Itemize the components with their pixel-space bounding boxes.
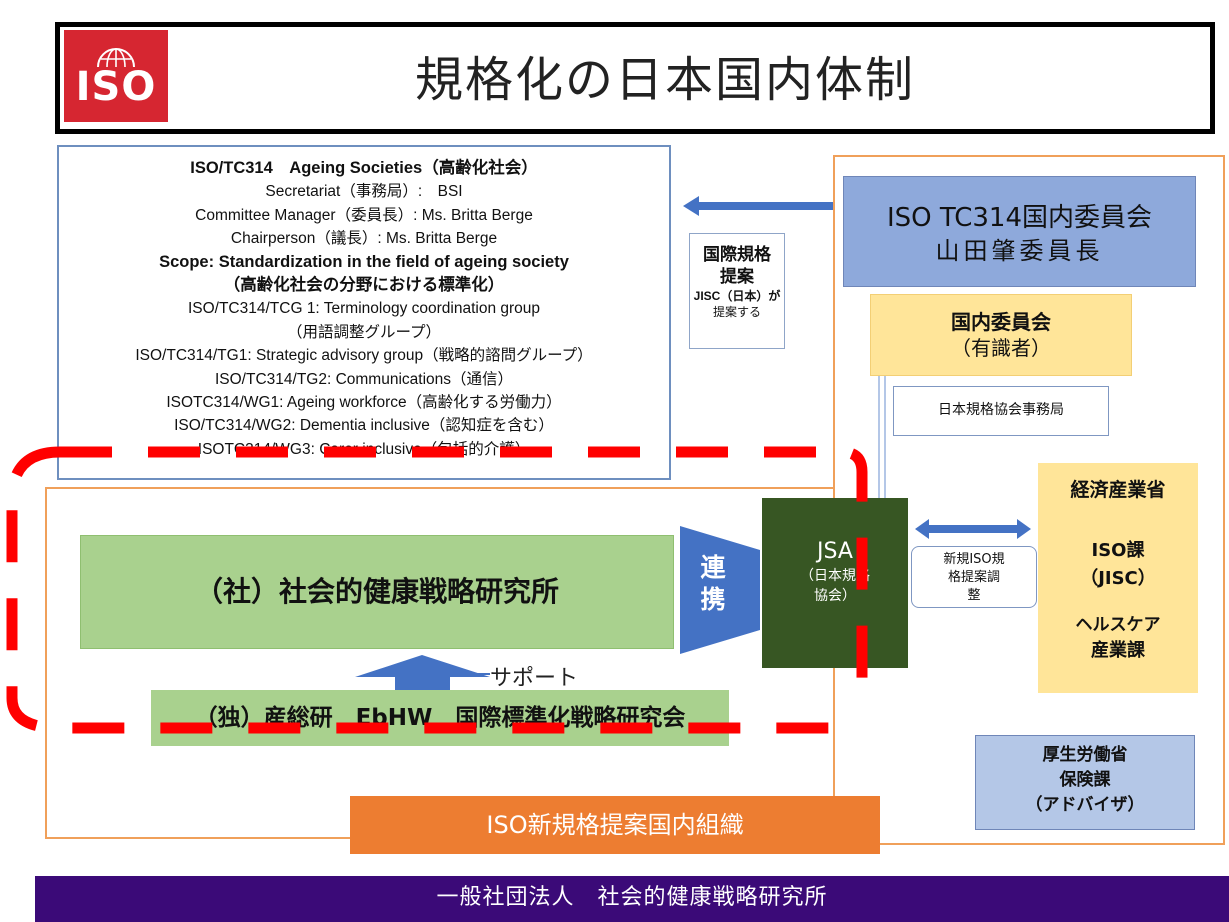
mhlw-line-2: 保険課 [1059, 770, 1111, 790]
tc-line-6: （高齢化社会の分野における標準化） [223, 276, 505, 295]
proposal-line-4: 提案する [712, 305, 761, 319]
tc-line-2: Secretariat（事務局）: BSI [265, 183, 463, 201]
meti-box: 経済産業省 ISO課 （JISC） ヘルスケア 産業課 [1038, 463, 1198, 693]
tc-line-5: Scope: Standardization in the field of a… [159, 252, 569, 271]
tc-committee-title: ISO TC314国内委員会 [886, 203, 1153, 233]
meti-dept-healthcare-1: ヘルスケア [1075, 615, 1161, 635]
institute-box: （社）社会的健康戦略研究所 [80, 535, 674, 649]
proposal-line-1: 国際規格 [703, 245, 771, 264]
organization-label: ISO新規格提案国内組織 [350, 796, 880, 854]
double-arrow-icon [915, 519, 1031, 539]
footer-bar: 一般社団法人 社会的健康戦略研究所 [35, 876, 1229, 922]
meti-name: 経済産業省 [1070, 479, 1166, 501]
title-bar [55, 22, 1215, 134]
tc-line-11: ISOTC314/WG1: Ageing workforce（高齢化する労働力） [166, 394, 562, 412]
mhlw-line-1: 厚生労働省 [1042, 745, 1128, 765]
iso-logo-text: ISO [75, 64, 157, 110]
tc-line-12: ISO/TC314/WG2: Dementia inclusive（認知症を含む… [174, 417, 554, 435]
tc-line-3: Committee Manager（委員長）: Ms. Britta Berge [195, 206, 533, 224]
tc-line-8: （用語調整グループ） [286, 323, 442, 341]
cooperation-label: 連 携 [698, 552, 728, 616]
connector-line [884, 376, 886, 498]
cooperation-shape [680, 526, 760, 654]
mhlw-line-3: （アドバイザ） [1025, 795, 1145, 815]
up-arrow-icon [355, 655, 490, 695]
proposal-line-3: JISC（日本）が [693, 289, 781, 303]
coord-line-3: 整 [967, 588, 981, 603]
tc314-info-box: ISO/TC314 Ageing Societies（高齢化社会） Secret… [57, 145, 671, 480]
tc-line-9: ISO/TC314/TG1: Strategic advisory group（… [135, 347, 593, 365]
highlight-dashed-outline [6, 446, 868, 734]
page-title: 規格化の日本国内体制 [414, 52, 915, 108]
arrow-left-icon [683, 196, 833, 216]
meti-dept-iso: ISO課 [1091, 540, 1145, 561]
iso-logo: ISO [64, 30, 168, 122]
jsa-name: JSA [817, 539, 853, 564]
jsa-sub-2: 協会） [814, 588, 856, 604]
mhlw-box: 厚生労働省 保険課 （アドバイザ） [975, 735, 1195, 830]
tc-line-1: ISO/TC314 Ageing Societies（高齢化社会） [190, 159, 538, 177]
tc314-domestic-committee: ISO TC314国内委員会 山田肇委員長 [843, 176, 1196, 287]
meti-dept-healthcare-2: 産業課 [1091, 640, 1145, 661]
tc-line-7: ISO/TC314/TCG 1: Terminology coordinatio… [187, 300, 541, 318]
tc-committee-chair: 山田肇委員長 [935, 237, 1104, 265]
jsa-sub-1: （日本規格 [800, 568, 870, 584]
cooperation-char-1: 連 [700, 553, 726, 582]
connector-line [878, 376, 880, 498]
coordination-note: 新規ISO規 格提案調 整 [911, 546, 1037, 608]
domestic-committee-title: 国内委員会 [951, 310, 1051, 334]
jsa-box: JSA （日本規格 協会） [762, 498, 908, 668]
jsa-secretariat-box: 日本規格協会事務局 [893, 386, 1109, 436]
coord-line-2: 格提案調 [947, 570, 1000, 585]
tc-line-10: ISO/TC314/TG2: Communications（通信） [214, 370, 514, 388]
meti-dept-iso-sub: （JISC） [1080, 568, 1156, 589]
coord-line-1: 新規ISO規 [943, 552, 1005, 567]
domestic-committee-box: 国内委員会 （有識者） [870, 294, 1132, 376]
tc-line-4: Chairperson（議長）: Ms. Britta Berge [230, 230, 498, 248]
proposal-line-2: 提案 [720, 267, 754, 286]
cooperation-char-2: 携 [700, 585, 726, 614]
globe-icon [97, 48, 135, 67]
international-proposal-note: 国際規格 提案 JISC（日本）が 提案する [689, 233, 785, 349]
support-label: サポート [490, 666, 579, 691]
domestic-committee-subtitle: （有識者） [951, 336, 1051, 360]
